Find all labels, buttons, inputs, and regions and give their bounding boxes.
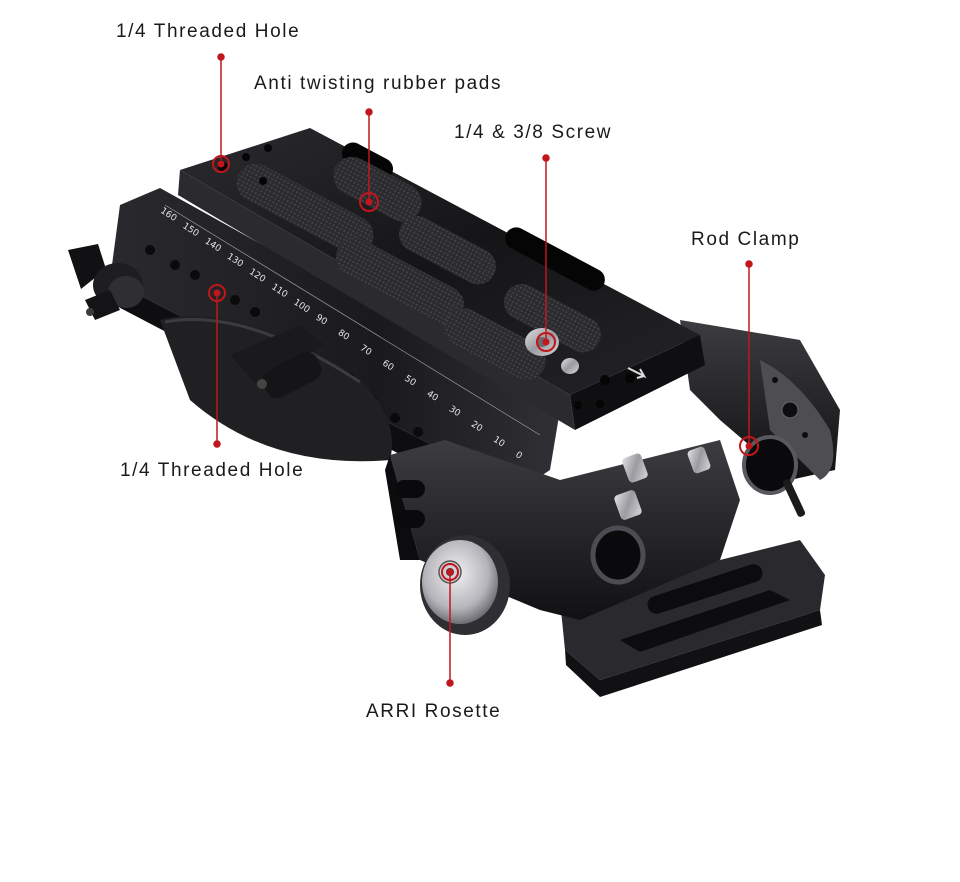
mid-lever xyxy=(230,325,325,399)
arri-rosette xyxy=(420,535,510,635)
callout-side-threaded-hole: 1/4 Threaded Hole xyxy=(120,460,305,481)
rubber-pads xyxy=(236,156,601,380)
rod-clamp-block xyxy=(680,320,840,517)
callout-rod-clamp: Rod Clamp xyxy=(691,229,801,250)
callout-top-threaded-hole: 1/4 Threaded Hole xyxy=(116,21,301,42)
callout-markers xyxy=(208,155,759,581)
lever-knob xyxy=(68,244,144,320)
callout-rubber-pads: Anti twisting rubber pads xyxy=(254,73,503,94)
callout-arri-rosette: ARRI Rosette xyxy=(366,701,502,722)
callout-lines xyxy=(213,53,753,687)
callout-screw: 1/4 & 3/8 Screw xyxy=(454,122,613,143)
top-holes xyxy=(218,144,647,409)
baseplate xyxy=(560,540,825,697)
scale-mark: 0 xyxy=(513,450,523,462)
